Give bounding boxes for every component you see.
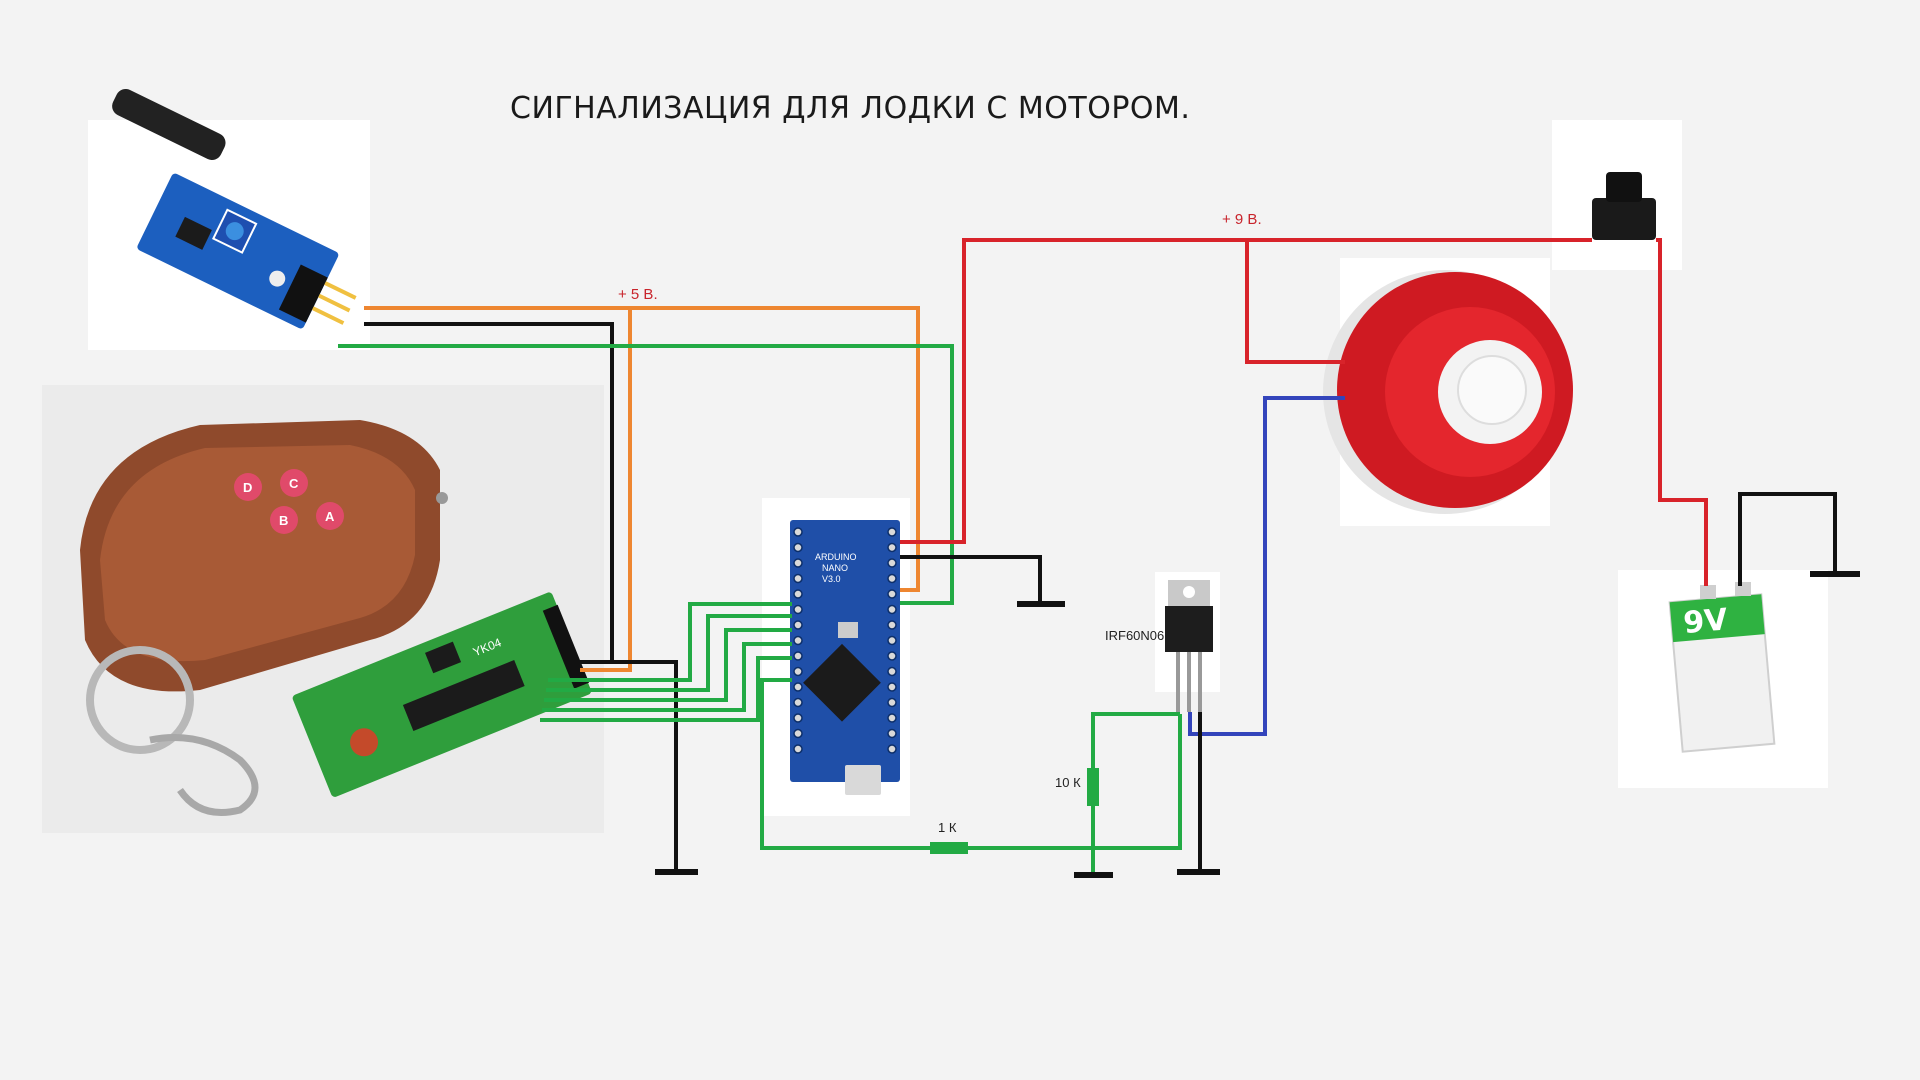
resistor-10k — [1087, 768, 1099, 806]
diagram-title: СИГНАЛИЗАЦИЯ ДЛЯ ЛОДКИ С МОТОРОМ. — [510, 91, 1190, 126]
arduino-pin — [887, 713, 897, 723]
wire-receiver-d1 — [546, 614, 792, 692]
arduino-pin — [887, 635, 897, 646]
arduino-pin — [793, 713, 803, 723]
remote-label-a: A — [325, 509, 335, 524]
remote-button-a-icon — [316, 502, 344, 530]
arduino-pin — [793, 620, 803, 630]
resistor-1k — [930, 842, 968, 854]
arduino-pin — [793, 697, 803, 708]
remote-label-c: C — [289, 476, 299, 491]
wire-9v-battery — [1656, 238, 1708, 586]
keyfob-remote: D C B A — [80, 420, 448, 816]
label-resistor-10k: 10 К — [1055, 775, 1081, 790]
arduino-marking-3: V3.0 — [822, 574, 841, 584]
usb-port-icon — [845, 765, 881, 795]
wire-gnd-arduino — [900, 555, 1042, 604]
key-ring-icon — [86, 646, 194, 754]
arduino-pin — [793, 589, 803, 599]
label-resistor-1k: 1 К — [938, 820, 957, 835]
arduino-pin — [887, 527, 897, 537]
arduino-pin — [887, 697, 897, 708]
arduino-pin — [793, 744, 803, 754]
wire-pulldown — [1091, 712, 1180, 872]
siren — [1323, 270, 1573, 514]
arduino-pin — [887, 666, 897, 677]
arduino-pin — [793, 682, 803, 692]
rf-receiver-module: YK04 — [292, 592, 592, 797]
arduino-pin — [793, 542, 803, 553]
arduino-pin — [887, 682, 897, 692]
arduino-pin — [887, 651, 897, 661]
remote-button-d-icon — [234, 473, 262, 501]
wire-gnd-battery — [1738, 492, 1837, 586]
arduino-pin — [793, 527, 803, 537]
arduino-pin — [887, 542, 897, 553]
remote-button-c-icon — [280, 469, 308, 497]
battery-9v: 9V — [1668, 582, 1776, 753]
label-plus-5v: + 5 В. — [618, 286, 658, 303]
arduino-pin — [793, 573, 803, 584]
arduino-pin-header-right — [887, 527, 897, 754]
wire-9v-main — [900, 238, 1592, 544]
wire-receiver-d3 — [542, 642, 792, 712]
arduino-pin — [887, 744, 897, 754]
label-plus-9v: + 9 В. — [1222, 211, 1262, 228]
wire-gate-drive — [760, 678, 1182, 850]
vibration-sensor-module — [112, 88, 357, 329]
arduino-pin — [887, 558, 897, 568]
arduino-pin-header-left — [793, 527, 803, 754]
arduino-pin — [887, 573, 897, 584]
remote-label-d: D — [243, 480, 252, 495]
wire-signal-sensor — [338, 344, 954, 605]
arduino-pin — [887, 620, 897, 630]
label-transistor: IRF60N06 — [1105, 628, 1164, 643]
arduino-pin — [887, 589, 897, 599]
wire-9v-siren — [1245, 240, 1345, 364]
arduino-pin — [793, 635, 803, 646]
arduino-pin — [793, 728, 803, 739]
wire-receiver-d0 — [548, 602, 792, 682]
arduino-pin — [793, 651, 803, 661]
arduino-pin — [793, 604, 803, 615]
arduino-marking-2: NANO — [822, 563, 848, 573]
arduino-pin — [887, 604, 897, 615]
arduino-marking-1: ARDUINO — [815, 552, 857, 562]
arduino-pin — [887, 728, 897, 739]
arduino-nano: ARDUINO NANO V3.0 — [790, 520, 900, 795]
wire-receiver-vt — [540, 656, 792, 722]
wire-receiver-d2 — [544, 628, 792, 702]
wire-siren-negative — [1188, 396, 1345, 736]
remote-label-b: B — [279, 513, 288, 528]
battery-label: 9V — [1682, 602, 1730, 641]
wire-gnd-receiver — [580, 660, 678, 872]
wire-5v-sensor — [364, 306, 920, 592]
push-button — [1592, 172, 1656, 240]
arduino-pin — [793, 558, 803, 568]
mosfet-transistor — [1165, 580, 1213, 712]
wire-5v-receiver — [580, 308, 632, 672]
arduino-pin — [793, 666, 803, 677]
remote-button-b-icon — [270, 506, 298, 534]
